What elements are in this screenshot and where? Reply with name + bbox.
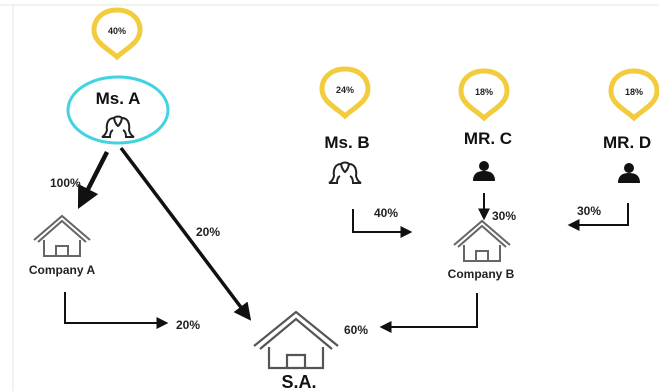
name-ms-a: Ms. A — [96, 89, 141, 108]
location-pin-icon — [319, 66, 371, 120]
label-company-b: Company B — [448, 267, 515, 281]
location-pin-icon — [91, 7, 143, 61]
arrow-ms-a-to-sa — [119, 146, 252, 321]
house-icon — [253, 310, 339, 370]
pin-mr-d: 18% — [608, 68, 659, 122]
pin-label-mr-c: 18% — [475, 87, 493, 97]
arrow-ms-b-to-company-b — [352, 209, 413, 238]
name-ms-b: Ms. B — [324, 133, 369, 152]
pct-company-a-to-sa: 20% — [176, 318, 200, 332]
pin-label-ms-b: 24% — [336, 85, 354, 95]
woman-icon — [328, 161, 362, 184]
label-company-a: Company A — [29, 263, 96, 277]
house-icon — [453, 219, 511, 262]
pin-ms-b: 24% — [319, 66, 371, 120]
pct-company-b-to-sa: 60% — [344, 323, 368, 337]
man-icon — [618, 163, 640, 183]
woman-icon — [101, 115, 135, 138]
arrow-company-b-to-sa — [379, 293, 478, 333]
name-mr-d: MR. D — [603, 133, 651, 152]
pct-mr-d-to-company-b: 30% — [577, 204, 601, 218]
label-sa: S.A. — [281, 372, 316, 391]
arrow-ms-a-to-company-a — [77, 150, 110, 210]
pin-label-ms-a: 40% — [108, 26, 126, 36]
arrow-company-a-to-sa — [64, 292, 169, 329]
arrow-mr-d-to-company-b — [567, 203, 629, 231]
house-icon — [33, 214, 91, 257]
location-pin-icon — [458, 68, 510, 122]
pin-mr-c: 18% — [458, 68, 510, 122]
name-mr-c: MR. C — [464, 129, 512, 148]
pct-ms-a-to-company-a: 100% — [50, 176, 81, 190]
pct-ms-b-to-company-b: 40% — [374, 206, 398, 220]
pct-mr-c-to-company-b: 30% — [492, 209, 516, 223]
location-pin-icon — [608, 68, 659, 122]
highlight-ring-ms-a — [66, 75, 170, 145]
pin-ms-a: 40% — [91, 7, 143, 61]
pct-ms-a-to-sa: 20% — [196, 225, 220, 239]
man-icon — [473, 161, 495, 181]
pin-label-mr-d: 18% — [625, 87, 643, 97]
